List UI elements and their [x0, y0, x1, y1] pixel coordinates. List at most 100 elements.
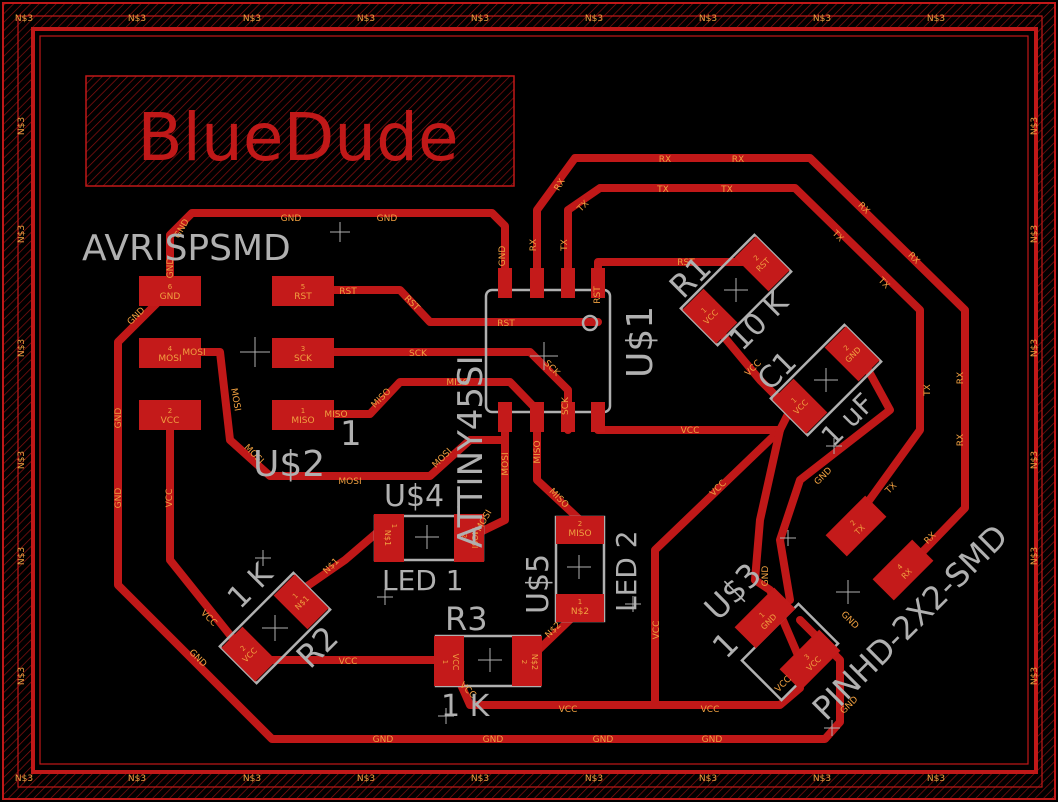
svg-text:VCC: VCC	[652, 621, 662, 640]
edge-label-top-1: N$3	[128, 14, 146, 24]
edge-label-bottom-7: N$3	[813, 774, 831, 784]
svg-text:SCK: SCK	[294, 354, 313, 364]
svg-text:MOSI: MOSI	[182, 348, 205, 358]
mcu-pad-rx	[530, 268, 544, 298]
mcu-pad-tx	[561, 268, 575, 298]
svg-text:VCC: VCC	[681, 426, 700, 436]
avrisp-value-label: U$2	[253, 444, 325, 485]
edge-label-bottom-4: N$3	[471, 774, 489, 784]
svg-text:TX: TX	[923, 384, 933, 397]
svg-text:4: 4	[168, 345, 173, 353]
origin-crosses	[240, 222, 860, 736]
mcu-pad-vcc	[591, 402, 605, 432]
edge-label-left-3: N$3	[17, 451, 27, 469]
svg-text:GND: GND	[702, 735, 723, 745]
svg-text:GND: GND	[114, 488, 124, 509]
svg-text:GND: GND	[114, 408, 124, 429]
svg-text:1: 1	[578, 598, 582, 606]
edge-label-bottom-6: N$3	[699, 774, 717, 784]
svg-text:RST: RST	[497, 319, 515, 329]
svg-text:RX: RX	[956, 434, 966, 446]
svg-text:GND: GND	[166, 258, 176, 279]
svg-text:VCC: VCC	[165, 489, 175, 508]
r2-pads: 1 N$1 2 VCC	[221, 574, 329, 682]
mcu-ref-label: U$1	[620, 306, 661, 378]
svg-text:VCC: VCC	[339, 657, 358, 667]
r3-value-label: 1 K	[441, 689, 491, 724]
svg-text:2: 2	[460, 534, 468, 538]
svg-text:2: 2	[752, 254, 761, 263]
header-pad-vcc: 3 VCC	[779, 629, 841, 691]
svg-text:RST: RST	[677, 258, 695, 268]
svg-text:1: 1	[301, 407, 305, 415]
svg-text:GND: GND	[377, 214, 398, 224]
edge-label-left-1: N$3	[17, 225, 27, 243]
trace-gnd-top	[166, 209, 509, 294]
r3-pads: 1 VCC 2 N$2	[434, 636, 542, 686]
mcu-pad-rst	[591, 268, 605, 298]
svg-text:RX: RX	[529, 239, 539, 251]
led2-pads: 2 MISO 1 N$2	[556, 516, 604, 622]
isp-pad-4: 4 MOSI	[139, 338, 201, 368]
svg-text:GND: GND	[593, 735, 614, 745]
edge-label-top-6: N$3	[699, 14, 717, 24]
edge-label-top-4: N$3	[471, 14, 489, 24]
svg-text:3: 3	[301, 345, 305, 353]
svg-text:VCC: VCC	[161, 416, 180, 426]
svg-text:TX: TX	[560, 239, 570, 252]
svg-text:3: 3	[803, 653, 812, 662]
edge-label-top-5: N$3	[585, 14, 603, 24]
svg-text:RX: RX	[956, 372, 966, 384]
trace-tx	[564, 184, 924, 524]
avrisp-name-label: AVRISPSMD	[82, 228, 291, 269]
isp-pad-6: 6 GND	[139, 276, 201, 306]
edge-label-bottom-3: N$3	[357, 774, 375, 784]
trace-vcc-left	[166, 414, 254, 664]
mcu-pads	[498, 268, 605, 432]
svg-text:TX: TX	[656, 185, 669, 195]
edge-label-right-1: N$3	[1030, 225, 1040, 243]
trace-vcc-mid	[594, 426, 784, 709]
mcu-outline	[484, 288, 612, 414]
header-pad-rx: 4 RX	[872, 539, 934, 601]
r1-pads: 2 RST 1 VCC	[682, 236, 790, 344]
svg-text:1: 1	[758, 611, 767, 620]
svg-text:N$2: N$2	[530, 654, 539, 670]
svg-text:2: 2	[849, 519, 858, 528]
svg-text:GND: GND	[498, 246, 508, 267]
isp-pad-2: 2 VCC	[139, 400, 201, 430]
svg-text:MOSI: MOSI	[158, 354, 181, 364]
mcu-pad-gnd	[498, 268, 512, 298]
avrisp-pin1-label: 1	[340, 414, 362, 454]
trace-rx	[533, 154, 969, 574]
board-edge-net-labels: N$3N$3N$3N$3N$3N$3N$3N$3N$3N$3N$3N$3N$3N…	[15, 14, 1040, 784]
isp-pad-5: 5 RST	[272, 276, 334, 306]
edge-label-left-4: N$3	[17, 547, 27, 565]
svg-text:RX: RX	[659, 155, 671, 165]
edge-label-right-3: N$3	[1030, 451, 1040, 469]
svg-text:SCK: SCK	[409, 349, 428, 359]
svg-text:2: 2	[520, 660, 528, 664]
svg-text:VCC: VCC	[701, 705, 720, 715]
r3-ref-label: R3	[445, 600, 488, 638]
svg-text:N$1: N$1	[383, 530, 392, 546]
edge-label-top-8: N$3	[927, 14, 945, 24]
mcu-name-label: ATTINY45SI	[451, 355, 491, 548]
c1-pads: 2 GND 1 VCC	[772, 326, 880, 434]
edge-label-top-7: N$3	[813, 14, 831, 24]
svg-text:MISO: MISO	[533, 440, 543, 463]
edge-label-top-0: N$3	[15, 14, 33, 24]
svg-text:GND: GND	[373, 735, 394, 745]
title-block: BlueDude	[85, 75, 515, 187]
edge-label-left-2: N$3	[17, 339, 27, 357]
edge-label-bottom-0: N$3	[15, 774, 33, 784]
edge-label-right-4: N$3	[1030, 547, 1040, 565]
svg-text:2: 2	[168, 407, 172, 415]
u5-ref-label: U$5	[521, 554, 556, 614]
svg-text:RST: RST	[339, 287, 357, 297]
header-pad-gnd: 1 GND	[734, 587, 796, 649]
svg-text:MISO: MISO	[446, 378, 469, 388]
trace-mosi	[166, 348, 509, 480]
led1-name-label: LED 1	[382, 564, 464, 597]
edge-label-left-5: N$3	[17, 667, 27, 685]
